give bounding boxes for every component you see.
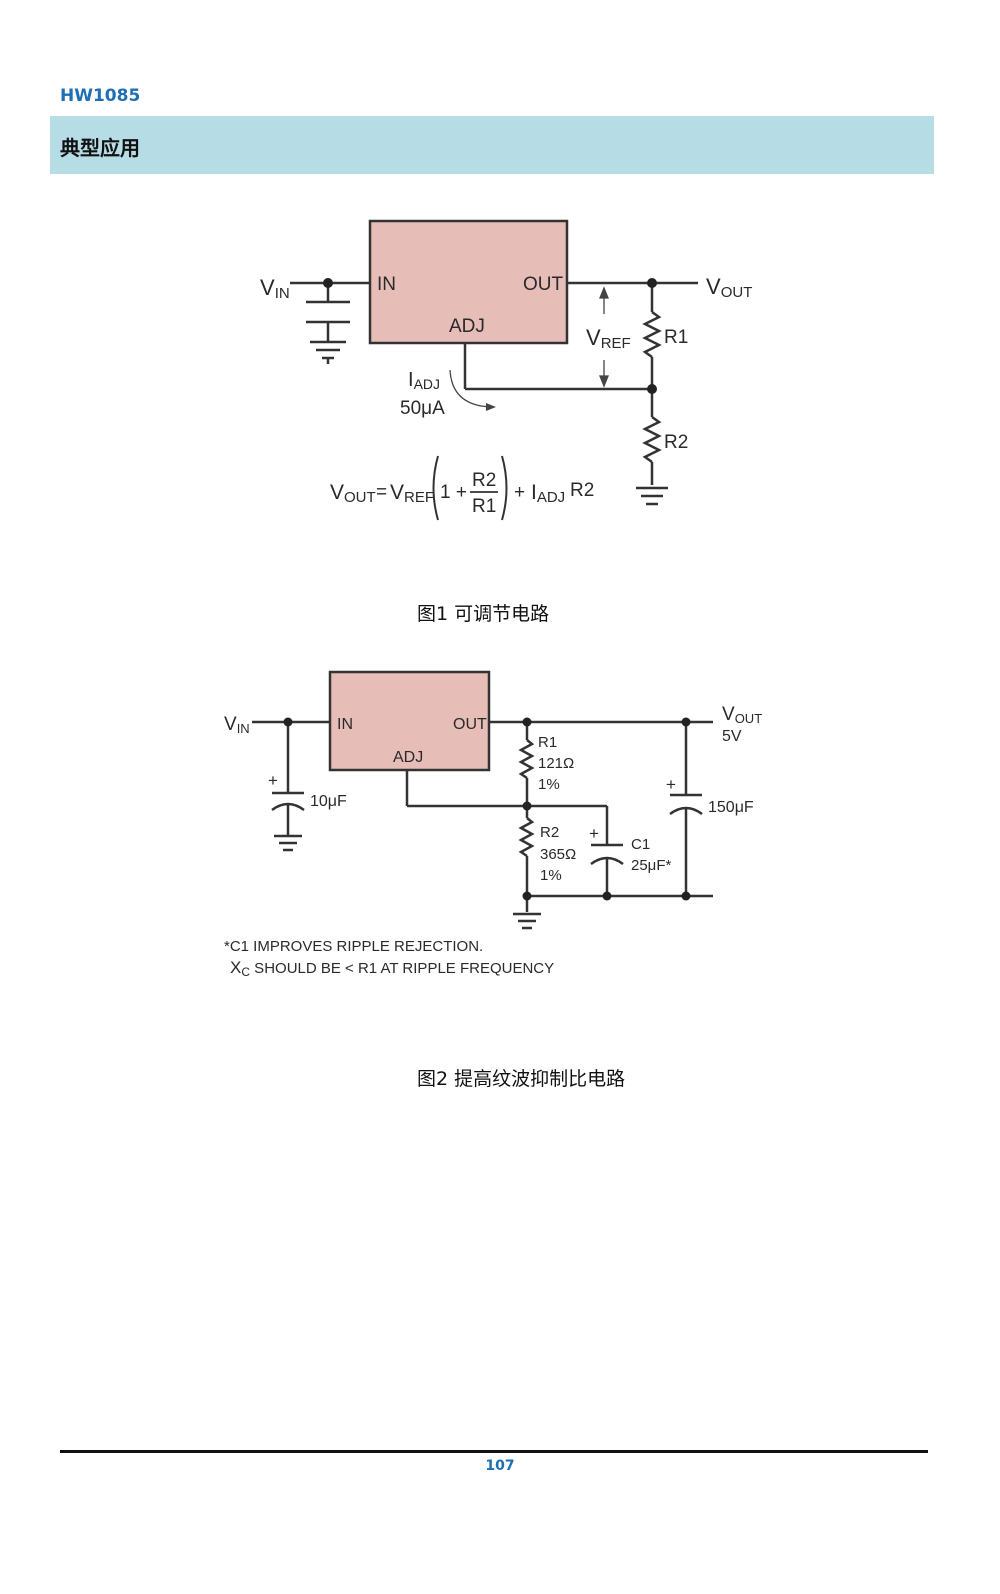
vout-label: VOUT	[706, 274, 752, 301]
c1-name: C1	[631, 836, 650, 853]
formula-tail: R2	[570, 480, 594, 501]
r2-label: R2	[664, 432, 688, 453]
iadj-label: IADJ	[408, 369, 440, 392]
section-header: 典型应用	[50, 116, 934, 174]
output-cap-value: 150μF	[708, 799, 754, 816]
current-arrow-icon	[449, 369, 496, 411]
iadj-value: 50μA	[400, 398, 445, 419]
vout-value: 5V	[722, 728, 742, 745]
r2-value: 365Ω	[540, 846, 576, 863]
r2-name: R2	[540, 824, 559, 841]
figure2-caption: 图2 提高纹波抑制比电路	[417, 1068, 626, 1090]
r2-tolerance: 1%	[540, 867, 562, 884]
input-cap-polarity: +	[268, 771, 278, 790]
figure1-caption: 图1 可调节电路	[417, 603, 550, 625]
ripple-rejection-circuit-diagram: IN OUT ADJ	[224, 670, 762, 979]
output-cap-polarity: +	[666, 775, 676, 794]
vout-label: VOUT	[722, 704, 762, 726]
input-cap-value: 10μF	[310, 793, 347, 810]
formula-iadj: IADJ	[531, 481, 565, 506]
formula-one-plus: 1 +	[440, 482, 467, 503]
r1-name: R1	[538, 734, 557, 751]
formula-numerator: R2	[472, 470, 496, 491]
c1-polarity: +	[589, 824, 599, 843]
r1-label: R1	[664, 327, 688, 348]
c1-value: 25μF*	[631, 857, 671, 874]
formula-lhs: VOUT	[330, 481, 376, 506]
ic-in-pin-label: IN	[337, 716, 353, 733]
ic-adj-pin-label: ADJ	[449, 316, 485, 337]
document-id: HW1085	[60, 86, 141, 106]
vin-label: VIN	[224, 714, 250, 736]
adjustable-circuit-diagram: IN OUT ADJ	[260, 219, 752, 521]
ground-icon	[274, 834, 302, 852]
r1-tolerance: 1%	[538, 776, 560, 793]
regulator-ic	[368, 219, 569, 345]
page-number: 107	[485, 1458, 515, 1474]
vref-label: VREF	[586, 325, 631, 352]
ic-out-pin-label: OUT	[523, 274, 564, 295]
footer-divider	[60, 1450, 928, 1453]
ground-icon	[513, 912, 541, 930]
vout-formula: VOUT = VREF 1 + R2 R1 + IADJ R2	[330, 455, 594, 521]
section-title: 典型应用	[60, 136, 140, 160]
vref-arrow-icon	[599, 286, 609, 388]
ground-icon	[310, 340, 346, 364]
formula-vref: VREF	[390, 481, 434, 506]
formula-denominator: R1	[472, 496, 496, 517]
formula-equals: =	[376, 482, 387, 503]
formula-plus: +	[514, 482, 525, 503]
ic-adj-pin-label: ADJ	[393, 749, 423, 766]
footnote-line1: *C1 IMPROVES RIPPLE REJECTION.	[224, 938, 483, 955]
vin-label: VIN	[260, 275, 290, 302]
footnote-line2: XC SHOULD BE < R1 AT RIPPLE FREQUENCY	[230, 958, 554, 979]
ground-icon	[636, 486, 668, 506]
ic-out-pin-label: OUT	[453, 716, 487, 733]
r1-value: 121Ω	[538, 755, 574, 772]
ic-in-pin-label: IN	[377, 274, 396, 295]
